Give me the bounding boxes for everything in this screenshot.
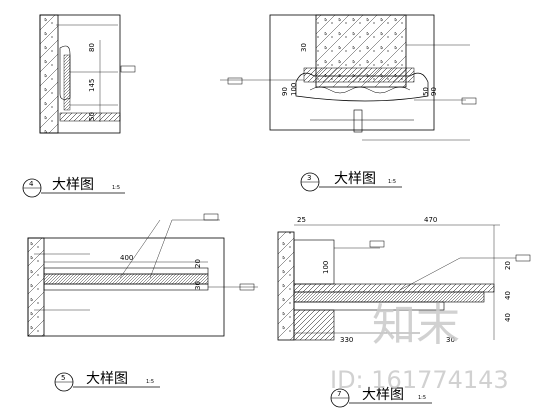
- detail-number: 4: [29, 180, 34, 188]
- dim-label: 20: [194, 259, 202, 268]
- detail-3-cornice: [295, 72, 429, 102]
- detail-4-board: [63, 54, 71, 111]
- dim-label: 40: [504, 313, 512, 322]
- detail-3-ornament: [309, 86, 411, 94]
- detail-5: 400 20 30 5 大样图 1:5: [27, 213, 258, 392]
- leader-line: [119, 219, 161, 279]
- detail-3: 30 90 100 50 90 3 大样图 1:5: [220, 14, 477, 192]
- dim-label: 400: [120, 254, 133, 262]
- detail-7: 25 470 100 330 30 40 40 20 7 大样图 1:5: [277, 216, 531, 408]
- watermark-id: ID: 161774143: [330, 366, 509, 394]
- watermark: 知末 ID: 161774143: [330, 300, 509, 394]
- callout-box: [369, 240, 385, 248]
- detail-number: 3: [307, 174, 311, 182]
- dim-label: 40: [504, 291, 512, 300]
- dim-label: 90: [430, 87, 438, 96]
- detail-3-panel: [303, 67, 415, 83]
- dim-label: 50: [88, 112, 96, 121]
- detail-3-hanger: [353, 109, 363, 133]
- detail-5-core-layer: [43, 273, 209, 285]
- detail-title: 大样图: [86, 371, 128, 387]
- detail-4: 80 145 50 4 大样图 1:5: [22, 14, 136, 198]
- detail-title: 大样图: [52, 177, 94, 193]
- detail-number: 5: [61, 374, 65, 382]
- callout-box: [515, 254, 531, 262]
- dim-label: 30: [194, 281, 202, 290]
- callout-box: [203, 213, 219, 221]
- leader-line: [149, 219, 173, 279]
- dim-label: 100: [290, 83, 298, 96]
- detail-scale: 1:5: [418, 395, 426, 401]
- dim-label: 145: [88, 79, 96, 92]
- detail-5-bottom-layer: [43, 283, 209, 291]
- dim-label: 80: [88, 43, 96, 52]
- dim-label: 30: [446, 336, 455, 344]
- watermark-logo: 知末: [372, 300, 460, 351]
- detail-5-wall: [27, 237, 45, 337]
- detail-title: 大样图: [334, 171, 376, 187]
- dim-label: 470: [424, 216, 437, 224]
- detail-7-base: [293, 309, 335, 341]
- detail-7-wall: [277, 231, 295, 341]
- dim-label: 25: [297, 216, 306, 224]
- dim-label: 100: [322, 261, 330, 274]
- detail-number: 7: [337, 390, 341, 398]
- detail-7-bottom-slab: [293, 301, 445, 311]
- detail-title: 大样图: [362, 387, 404, 403]
- detail-scale: 1:5: [112, 185, 120, 191]
- callout-box: [120, 65, 136, 73]
- dim-label: 50: [422, 87, 430, 96]
- callout-box: [239, 283, 255, 291]
- detail-5-top-layer: [43, 267, 209, 275]
- detail-4-wall: [39, 14, 59, 134]
- dim-label: 90: [281, 87, 289, 96]
- dim-label: 30: [300, 43, 308, 52]
- callout-box: [461, 97, 477, 105]
- detail-scale: 1:5: [146, 379, 154, 385]
- dim-label: 20: [504, 261, 512, 270]
- callout-box: [227, 77, 243, 85]
- detail-4-skirting: [59, 112, 121, 122]
- dim-label: 330: [340, 336, 353, 344]
- detail-7-top-slab: [293, 283, 495, 293]
- detail-scale: 1:5: [388, 179, 396, 185]
- leader-line: [399, 257, 461, 291]
